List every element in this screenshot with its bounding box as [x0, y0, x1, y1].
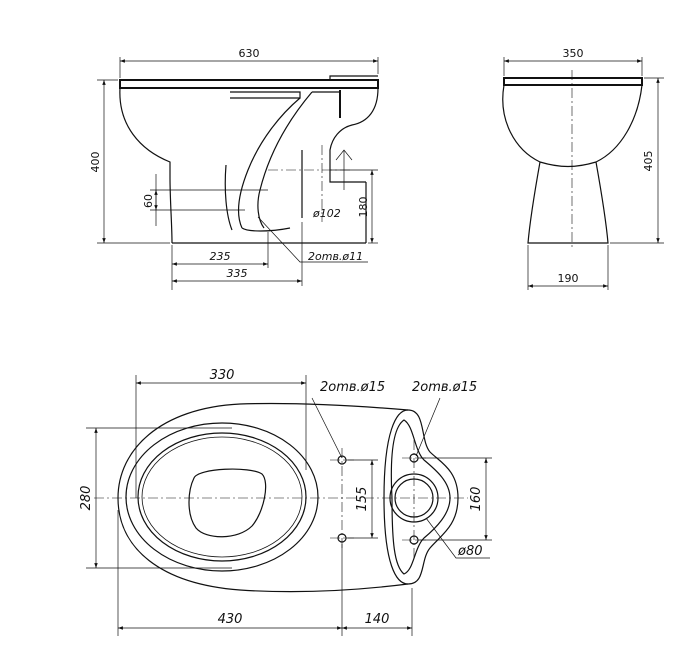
side-bowl — [119, 87, 173, 244]
plan-tank — [383, 409, 459, 585]
plan-seat-label: 330 — [210, 368, 235, 383]
plan-inlet-label: ø80 — [457, 544, 483, 559]
front-base-label: 190 — [558, 272, 579, 285]
plan-160-label: 160 — [469, 487, 484, 512]
front-view: 350 405 190 — [502, 47, 664, 290]
side-height-label: 400 — [89, 152, 102, 173]
plan-width-label: 280 — [79, 486, 94, 511]
side-holes-label: 2omв.ø11 — [308, 250, 363, 263]
plan-holes-left-label: 2omв.ø15 — [320, 380, 385, 395]
side-view: 630 400 60 180 ø102 235 335 2omв.ø11 — [89, 47, 379, 290]
front-bowl — [502, 84, 643, 244]
side-rim — [119, 79, 379, 89]
side-width-label: 630 — [239, 47, 260, 60]
plan-view: 330 280 155 160 2omв.ø15 2omв.ø15 ø80 43… — [79, 368, 492, 636]
plan-430-label: 430 — [218, 612, 243, 627]
side-335-label: 335 — [227, 267, 248, 280]
front-height-label: 405 — [642, 151, 655, 172]
side-180-label: 180 — [357, 197, 370, 218]
side-outlet-label: ø102 — [312, 207, 341, 220]
plan-holes-right-label: 2omв.ø15 — [412, 380, 477, 395]
side-235-label: 235 — [210, 250, 231, 263]
plan-140-label: 140 — [365, 612, 390, 627]
plan-155-label: 155 — [355, 487, 370, 512]
side-60-label: 60 — [142, 194, 155, 208]
plan-bowl-opening — [188, 468, 267, 538]
front-width-label: 350 — [563, 47, 584, 60]
